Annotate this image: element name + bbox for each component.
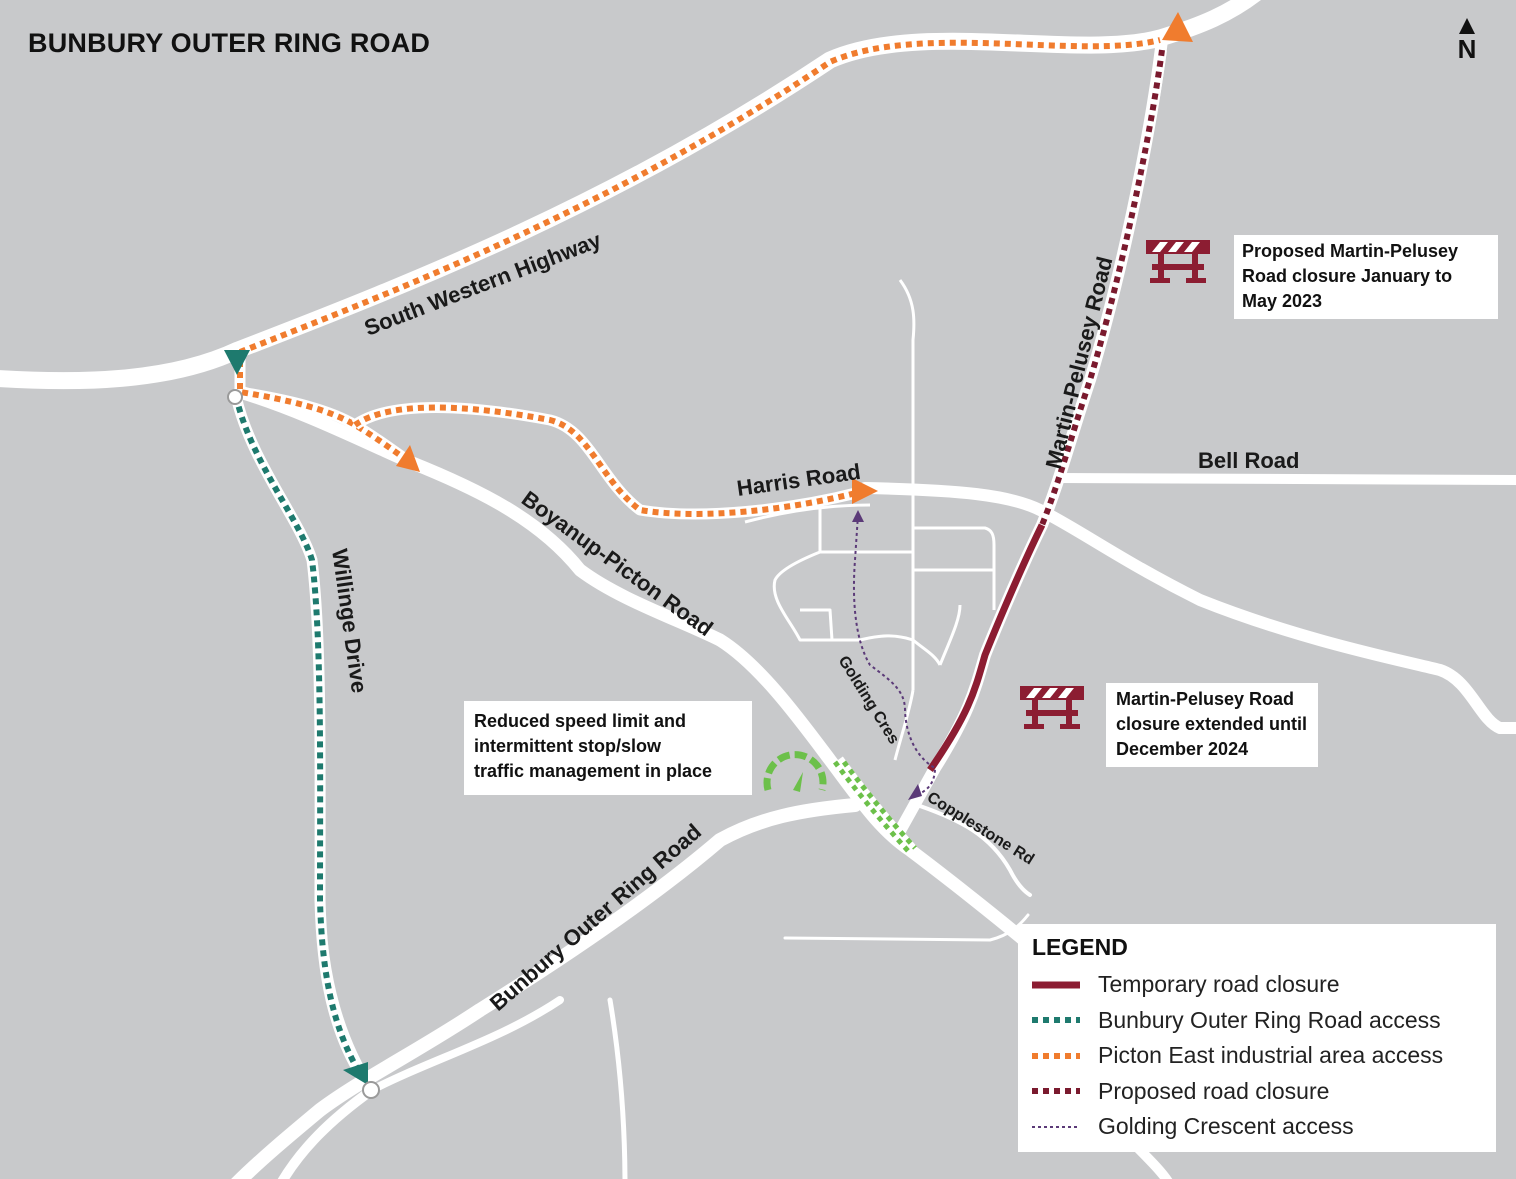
legend-item-temporary-closure: Temporary road closure <box>1032 967 1482 1003</box>
arrow-purple-copplestone <box>908 784 922 800</box>
arrow-teal-bottom <box>343 1062 368 1085</box>
route-golding-access <box>852 514 937 796</box>
legend-label: Bunbury Outer Ring Road access <box>1098 1006 1441 1033</box>
legend-title: LEGEND <box>1032 934 1128 960</box>
route-proposed-closure <box>1037 49 1167 527</box>
road-south-minor <box>783 913 1030 942</box>
speedometer-icon <box>763 751 827 792</box>
road-bunbury-outer-ring-ramp <box>277 1085 377 1179</box>
arrow-teal-top <box>224 350 250 375</box>
golding-subdivision <box>744 279 996 761</box>
map-legend: LEGEND Temporary road closure Bunbury Ou… <box>1018 924 1496 1152</box>
north-label: N <box>1457 34 1477 64</box>
legend-swatch-dotted-maroon <box>1032 1088 1080 1095</box>
route-picton-east-access <box>234 34 1162 520</box>
roundabout-willinge-north <box>227 389 243 405</box>
callout-speed-line-3: traffic management in place <box>474 761 713 781</box>
legend-label: Golding Crescent access <box>1098 1113 1354 1140</box>
speed-zone-segment <box>832 756 917 855</box>
road-bunbury-outer-ring <box>231 798 862 1179</box>
road-harris-east <box>859 482 1516 734</box>
legend-item-golding-access: Golding Crescent access <box>1032 1109 1482 1145</box>
legend-swatch-fine-dotted-purple <box>1032 1125 1080 1128</box>
road-barrier-icon <box>1146 240 1210 283</box>
callout-extended-line-1: Martin-Pelusey Road <box>1116 689 1295 709</box>
legend-swatch-dotted-teal <box>1032 1017 1080 1024</box>
arrow-orange-boyanup <box>396 445 420 472</box>
label-bell-road: Bell Road <box>1198 448 1299 473</box>
callout-proposed-line-2: Road closure January to <box>1242 266 1453 286</box>
route-temporary-closure <box>927 523 1046 772</box>
callout-proposed-closure: Proposed Martin-Pelusey Road closure Jan… <box>1234 235 1498 319</box>
legend-swatch-dotted-orange <box>1032 1052 1080 1059</box>
road-south-local <box>607 997 628 1179</box>
north-arrow-head <box>1459 18 1475 34</box>
map-title: BUNBURY OUTER RING ROAD <box>28 28 431 58</box>
north-arrow-icon: N <box>1452 18 1482 74</box>
legend-label: Picton East industrial area access <box>1098 1042 1444 1069</box>
arrow-orange-north <box>1162 12 1193 42</box>
arrow-orange-harris <box>852 478 878 504</box>
callout-speed-line-1: Reduced speed limit and <box>474 711 687 731</box>
callout-extended-closure: Martin-Pelusey Road closure extended unt… <box>1106 683 1318 767</box>
route-boorr-access <box>230 394 363 1073</box>
callout-proposed-line-1: Proposed Martin-Pelusey <box>1242 241 1459 261</box>
legend-item-boorr-access: Bunbury Outer Ring Road access <box>1032 1003 1482 1039</box>
callout-proposed-line-3: May 2023 <box>1242 291 1323 311</box>
legend-item-picton-access: Picton East industrial area access <box>1032 1038 1482 1074</box>
legend-swatch-solid-maroon <box>1032 981 1080 989</box>
legend-label: Proposed road closure <box>1098 1077 1330 1104</box>
legend-label: Temporary road closure <box>1098 971 1340 998</box>
callout-speed-line-2: intermittent stop/slow <box>474 736 662 756</box>
roundabout-willinge-south <box>362 1081 380 1099</box>
road-barrier-icon <box>1020 686 1084 729</box>
callout-speed-limit: Reduced speed limit and intermittent sto… <box>464 701 752 795</box>
road-copplestone <box>918 804 1032 897</box>
road-bell <box>1053 473 1516 485</box>
legend-item-proposed-closure: Proposed road closure <box>1032 1074 1482 1110</box>
arrow-purple-harris <box>852 510 864 522</box>
callout-extended-line-2: closure extended until <box>1116 714 1308 734</box>
route-arrows <box>224 12 1193 1099</box>
callout-extended-line-3: December 2024 <box>1116 739 1249 759</box>
road-ring-ramp-east <box>368 996 564 1094</box>
